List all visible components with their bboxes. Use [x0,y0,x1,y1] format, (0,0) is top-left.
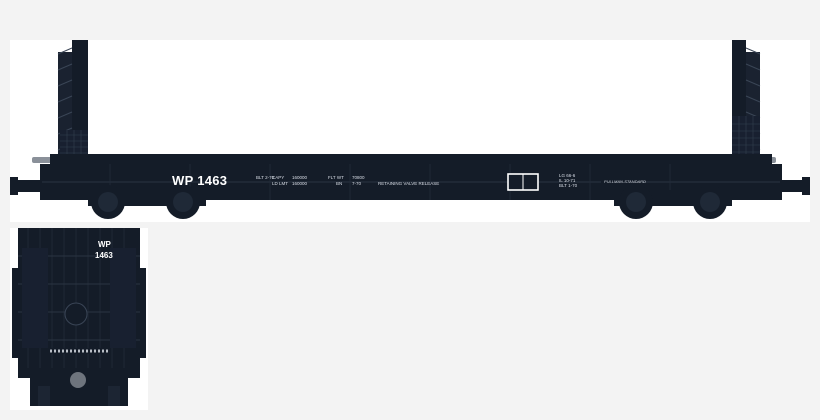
side-view-panel: WP 1463 BLT 2-70 CAPY 160000 LD LMT 1600… [10,40,810,222]
capacity-value: 160000 [292,175,308,180]
left-truck [88,185,206,219]
right-bulkhead [732,40,776,170]
bn-label: BN [336,181,343,186]
end-view-drawing [12,228,146,406]
capacity-label: CAPY [272,175,285,180]
couplers [10,177,810,195]
left-bulkhead [32,40,88,170]
right-truck [614,185,732,219]
side-view-drawing [10,40,810,219]
bn-value: 7-70 [352,181,362,186]
car-deck [40,154,782,200]
retaining-valve-note: RETAINING VALVE RELEASE [378,181,440,186]
end-car-number: 1463 [95,251,113,260]
built-date-stencil: BLT 2-70 [256,175,275,180]
light-weight-label: FLT WT [328,175,344,180]
light-weight-value: 70800 [352,175,365,180]
end-road-name: WP [98,240,111,249]
load-limit-value: 160000 [292,181,308,186]
reporting-box-stencil: LG 66-6 IL 10-71 BLT 1-70 [559,173,578,188]
builder-logo: PULLMAN-STANDARD [604,179,646,184]
end-view-panel: WP 1463 [10,228,148,410]
car-number: WP 1463 [172,173,228,188]
load-limit-label: LD LMT [272,181,289,186]
